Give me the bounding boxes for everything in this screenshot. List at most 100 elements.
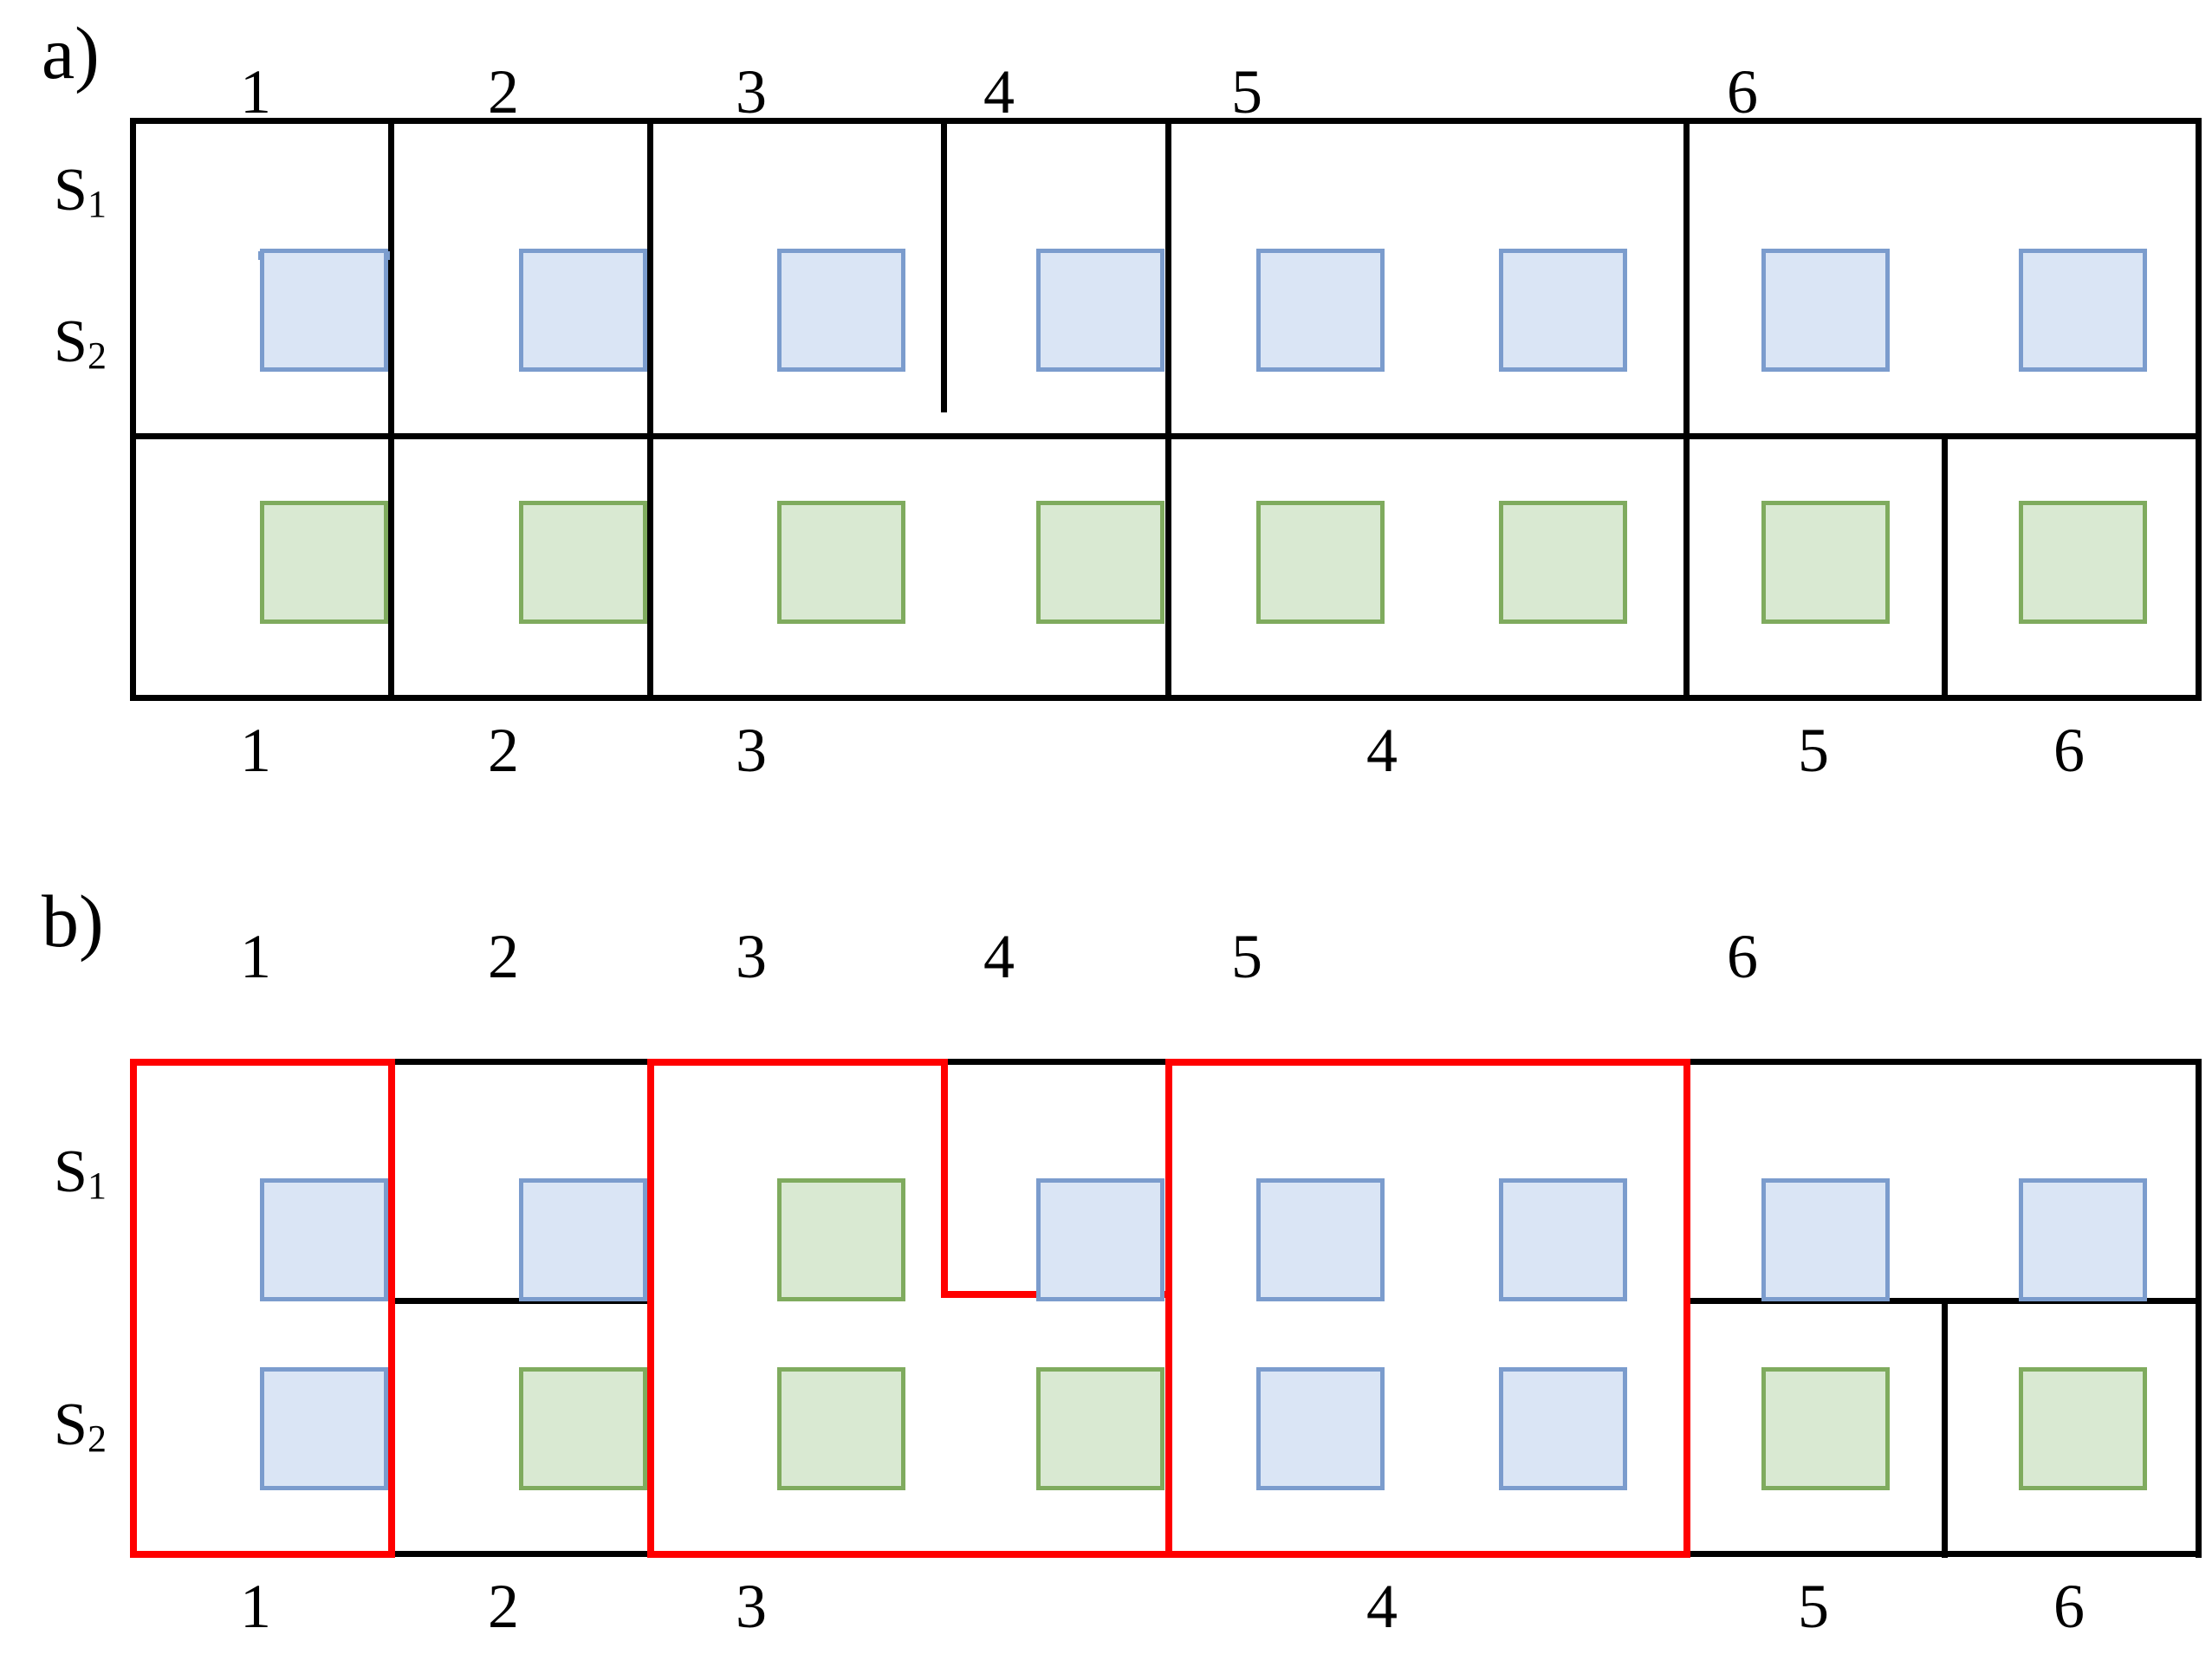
panel-b-mid-line-col2-black	[388, 1298, 647, 1304]
panel-a-s1-item-2	[519, 249, 647, 372]
panel-b-s2-item-8	[2019, 1367, 2147, 1490]
panel-b-s1-item-5	[1256, 1178, 1385, 1301]
panel-a-s1-item-5	[1256, 249, 1385, 372]
panel-b-s2-item-4	[1036, 1367, 1164, 1490]
panel-a-s1-item-8	[2019, 249, 2147, 372]
panel-a-letter: a)	[42, 11, 100, 94]
panel-b-s2-item-2	[519, 1367, 647, 1490]
panel-b-top-line-seg-1-red	[130, 1059, 388, 1066]
panel-a-s2-edge-left	[130, 433, 136, 701]
panel-b-edge-right-black	[2196, 1059, 2202, 1558]
panel-a-s2-div-2	[647, 433, 653, 701]
panel-b-row-label-s1-sub: 1	[87, 1164, 107, 1207]
panel-b-div-1-red	[388, 1059, 395, 1558]
panel-a-top-label-4: 4	[983, 57, 1015, 126]
panel-b-s2-item-7	[1761, 1367, 1890, 1490]
panel-a-s2-div-3	[1165, 433, 1171, 701]
panel-b-bottom-label-6: 6	[2053, 1572, 2085, 1641]
panel-a-s2-div-4	[1683, 433, 1690, 701]
panel-a-s2-item-1	[260, 501, 388, 624]
panel-b-s2-item-6	[1499, 1367, 1627, 1490]
panel-b-top-label-2: 2	[488, 922, 519, 991]
panel-a-s1-item-7	[1761, 249, 1890, 372]
panel-b-div-2-red	[647, 1059, 654, 1558]
panel-b-s1-item-4	[1036, 1178, 1164, 1301]
panel-a-bottom-label-6: 6	[2053, 716, 2085, 785]
panel-b-s1-item-3	[777, 1178, 905, 1301]
panel-b-s1-item-7	[1761, 1178, 1890, 1301]
panel-a-row-label-s2: S2	[54, 312, 107, 375]
panel-a-row-label-s1-base: S	[54, 157, 88, 224]
panel-b-bottom-label-1: 1	[240, 1572, 271, 1641]
panel-b-bottom-line-seg-2-black	[388, 1551, 647, 1557]
panel-a-s1-edge-left	[130, 118, 136, 439]
panel-b-s1-item-2	[519, 1178, 647, 1301]
panel-b-bottom-line-seg-1-red	[130, 1551, 388, 1558]
panel-a-s2-div-5	[1942, 433, 1948, 701]
panel-b-bottom-label-3: 3	[736, 1572, 767, 1641]
panel-b-row-label-s2-base: S	[54, 1391, 88, 1458]
panel-a-s2-item-2	[519, 501, 647, 624]
panel-b-s1-item-1	[260, 1178, 388, 1301]
panel-a-s2-item-4	[1036, 501, 1164, 624]
panel-a-top-label-1: 1	[240, 57, 271, 126]
panel-a-bottom-label-1: 1	[240, 716, 271, 785]
panel-b-s1-item-8	[2019, 1178, 2147, 1301]
panel-b-bottom-label-4: 4	[1366, 1572, 1398, 1641]
panel-b-top-label-5: 5	[1231, 922, 1262, 991]
panel-b-top-line-seg-2-black	[388, 1059, 647, 1065]
panel-b-div-5-red	[1683, 1059, 1690, 1558]
panel-b-s2-item-5	[1256, 1367, 1385, 1490]
panel-b-row-label-s2-sub: 2	[87, 1417, 107, 1460]
panel-b-bottom-label-5: 5	[1798, 1572, 1829, 1641]
panel-b-div-4-red	[1165, 1059, 1172, 1558]
panel-b-div-6-black	[1942, 1298, 1948, 1558]
panel-a-s1-item-4	[1036, 249, 1164, 372]
panel-b-row-label-s2: S2	[54, 1395, 107, 1458]
panel-a-s1-div-1	[388, 118, 394, 439]
panel-a-s2-div-1	[388, 433, 394, 701]
panel-b-row-label-s1-base: S	[54, 1138, 88, 1205]
panel-b-edge-left-red	[130, 1059, 137, 1558]
panel-a-top-label-2: 2	[488, 57, 519, 126]
panel-a-s1-div-2	[647, 118, 653, 439]
panel-a-s1-edge-right	[2196, 118, 2202, 439]
panel-a-row-label-s2-sub: 2	[87, 334, 107, 377]
panel-a-row-label-s2-base: S	[54, 308, 88, 375]
panel-b-s2-item-1	[260, 1367, 388, 1490]
panel-a-s1-div-4	[1165, 118, 1171, 439]
panel-b-top-label-6: 6	[1727, 922, 1758, 991]
panel-a-s2-item-6	[1499, 501, 1627, 624]
panel-a-s1-div-5	[1683, 118, 1690, 439]
panel-a-s2-item-7	[1761, 501, 1890, 624]
panel-a-s2-item-5	[1256, 501, 1385, 624]
panel-a-top-label-5: 5	[1231, 57, 1262, 126]
panel-b-top-line-seg-5-red	[1165, 1059, 1683, 1066]
panel-a-row-label-s1-sub: 1	[87, 183, 107, 225]
panel-b-top-line-seg-3-red	[647, 1059, 941, 1066]
panel-b-div-3-red-upper	[941, 1059, 948, 1298]
panel-a-s2-item-8	[2019, 501, 2147, 624]
panel-a-bottom-label-3: 3	[736, 716, 767, 785]
panel-b-top-label-1: 1	[240, 922, 271, 991]
panel-b-bottom-label-2: 2	[488, 1572, 519, 1641]
panel-a-s1-item-1	[260, 249, 388, 372]
panel-a-bottom-label-4: 4	[1366, 716, 1398, 785]
panel-a-s2-item-3	[777, 501, 905, 624]
panel-a-top-label-6: 6	[1727, 57, 1758, 126]
panel-b-top-label-4: 4	[983, 922, 1015, 991]
panel-a-top-label-3: 3	[736, 57, 767, 126]
panel-a-s2-edge-right	[2196, 433, 2202, 701]
panel-a-s1-item-6	[1499, 249, 1627, 372]
panel-a-s1-div-3	[941, 118, 947, 412]
panel-b-s2-item-3	[777, 1367, 905, 1490]
panel-a-row-label-s1: S1	[54, 157, 107, 224]
panel-b-s1-item-6	[1499, 1178, 1627, 1301]
panel-a-s1-item-3	[777, 249, 905, 372]
panel-a-bottom-label-2: 2	[488, 716, 519, 785]
panel-a-bottom-label-5: 5	[1798, 716, 1829, 785]
panel-b-top-line-seg-6-black	[1683, 1059, 2202, 1065]
panel-b-letter: b)	[42, 879, 104, 963]
panel-b-top-label-3: 3	[736, 922, 767, 991]
panel-b-row-label-s1: S1	[54, 1142, 107, 1205]
